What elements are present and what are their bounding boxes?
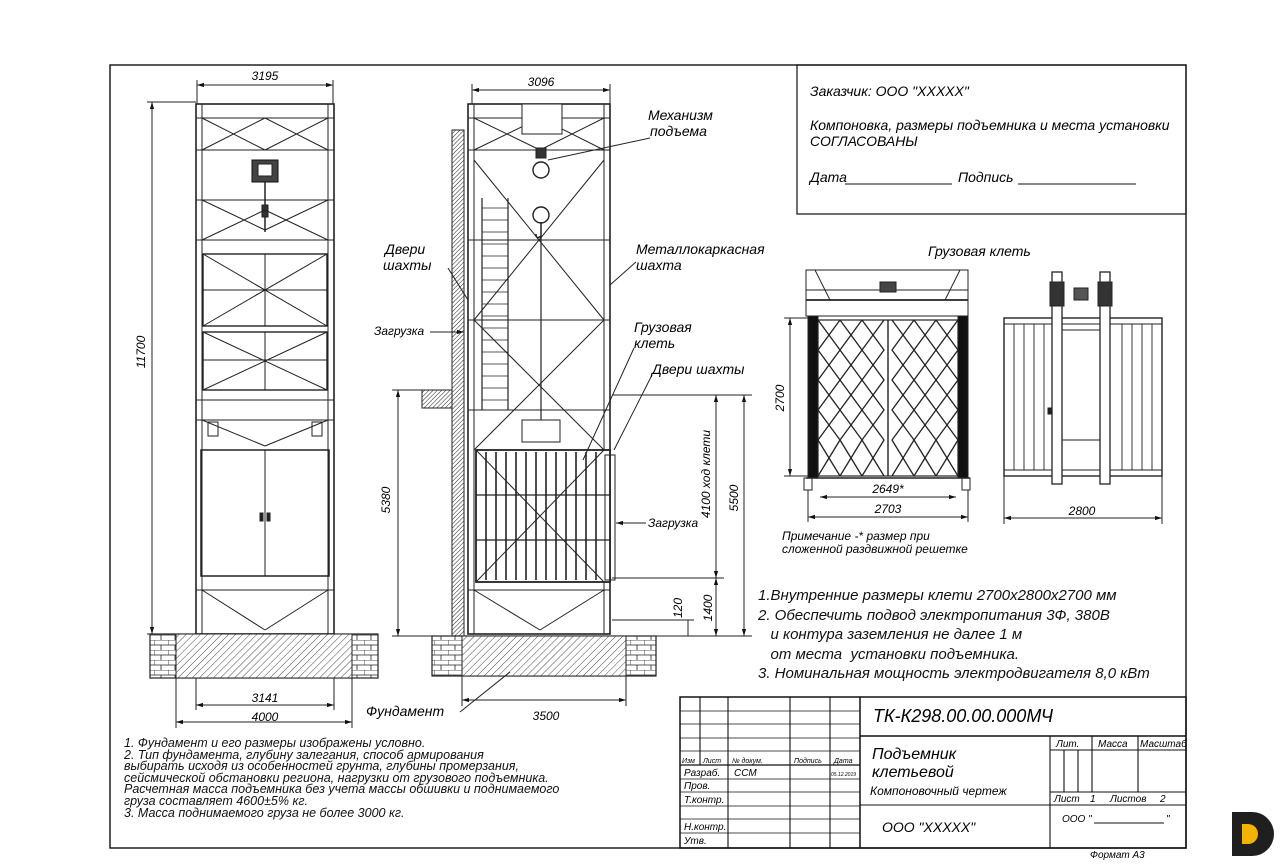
approval-agreed-1: Компоновка, размеры подъемника и места у… [810,117,1170,133]
label-lift-mech-1: Механизм [648,107,713,123]
label-shaft-doors-1: Двери [383,241,425,257]
dim-side-base-small: 120 [671,598,685,618]
general-note: Расчетная масса подъемника без учета мас… [124,782,560,797]
approval-customer: Заказчик: ООО "ХХХХХ" [810,83,970,99]
spec-notes: 1.Внутренние размеры клети 2700х2800х270… [758,586,1150,684]
tb-row-razrab-name: ССМ [734,768,757,779]
spec-note: 3. Номинальная мощность электродвигателя… [758,665,1150,682]
tb-code: ТК-К298.00.00.000МЧ [873,706,1054,726]
dim-side-base: 1400 [701,594,715,621]
label-cargo-cage-1: Грузовая [634,319,692,335]
tb-sheet-no: 1 [1090,794,1096,805]
tb-row-tkontr: Т.контр. [684,795,724,806]
label-load-right: Загрузка [648,516,698,530]
label-lift-mech-2: подъема [650,123,707,139]
tb-row-razrab: Разраб. [684,767,720,779]
spec-note: и контура заземления не далее 1 м [758,626,1023,643]
label-foundation: Фундамент [366,703,444,719]
side-view [392,84,752,713]
dim-cage-width: 2703 [874,502,902,516]
general-notes: 1. Фундамент и его размеры изображены ус… [124,736,560,820]
general-note: сейсмической обстановки региона, нагрузк… [124,770,549,785]
tb-name-1: Подъемник [872,746,958,763]
approval-date: Дата [808,169,847,185]
cage-front-view [784,269,971,522]
label-cage-title: Грузовая клеть [928,243,1031,259]
tb-subtitle: Компоновочный чертеж [870,784,1007,798]
dim-side-width-top: 3096 [528,75,555,89]
brand-logo-icon [1232,812,1274,856]
dim-side-travel: 4100 ход клети [699,430,713,519]
tb-sheets-label: Листов [1109,794,1146,805]
label-metal-shaft-1: Металлокаркасная [636,241,765,257]
dim-cage-folded: 2649* [871,482,904,496]
general-note: 1. Фундамент и его размеры изображены ус… [124,736,426,750]
label-load-left: Загрузка [374,324,424,338]
label-cage-note-1: Примечание -* размер при [782,529,930,543]
tb-col-izm: Изм [682,758,695,765]
tb-col-sign: Подпись [794,757,822,765]
tb-col-list: Лист [702,758,721,765]
tb-name-2: клетьевой [872,764,954,781]
cage-side-view [1003,271,1163,524]
dim-front-base-outer: 4000 [252,710,279,724]
dim-side-height-low: 5380 [379,486,393,513]
tb-col-doc: № докум. [732,757,763,765]
tb-sheets-no: 2 [1159,794,1166,805]
dim-front-height: 11700 [134,335,148,368]
dim-cage-depth: 2800 [1068,504,1096,518]
dim-cage-height: 2700 [773,384,787,412]
general-note: груза составляет 4600±5% кг. [124,793,309,808]
tb-scale: Масштаб [1140,738,1187,750]
general-note: выбирать исходя из особенностей грунта, … [124,759,519,774]
label-cargo-cage-2: клеть [634,335,675,351]
dim-front-base-inner: 3141 [252,691,279,705]
tb-row-razrab-date: 05.12.2019 [831,772,856,778]
spec-note: 1.Внутренние размеры клети 2700х2800х270… [758,587,1117,604]
tb-row-nkontr: Н.контр. [684,822,726,833]
spec-note: от места установки подъемника. [758,645,1020,663]
dim-front-width-top: 3195 [252,69,279,83]
dim-side-foundation: 3500 [533,709,560,723]
dim-side-total: 5500 [727,484,741,511]
tb-row-prov: Пров. [684,781,710,792]
label-cage-note-2: сложенной раздвижной решетке [782,542,968,556]
tb-row-utv: Утв. [683,836,707,847]
tb-col-date: Дата [833,758,853,765]
approval-box [796,64,1187,215]
tb-mass: Масса [1098,739,1128,750]
tb-org-right-end: " [1166,814,1170,825]
tb-org: ООО "ХХХХХ" [882,819,976,835]
general-note: 2. Тип фундамента, глубину залегания, сп… [124,747,484,762]
approval-agreed-2: СОГЛАСОВАНЫ [810,133,918,149]
general-note: 3. Масса поднимаемого груза не более 300… [124,805,405,820]
tb-sheet-label: Лист [1053,794,1080,805]
tb-org-right: ООО " [1062,814,1092,825]
approval-signature: Подпись [958,169,1014,185]
tb-lit: Лит. [1055,739,1079,750]
label-shaft-doors-right: Двери шахты [650,361,745,377]
sheet-frame [109,64,1187,849]
label-shaft-doors-2: шахты [383,257,432,273]
title-block [679,696,1187,849]
front-view [147,80,379,728]
label-metal-shaft-2: шахта [636,257,682,273]
tb-format: Формат А3 [1090,850,1145,861]
spec-note: 2. Обеспечить подвод электропитания 3Ф, … [758,606,1110,624]
